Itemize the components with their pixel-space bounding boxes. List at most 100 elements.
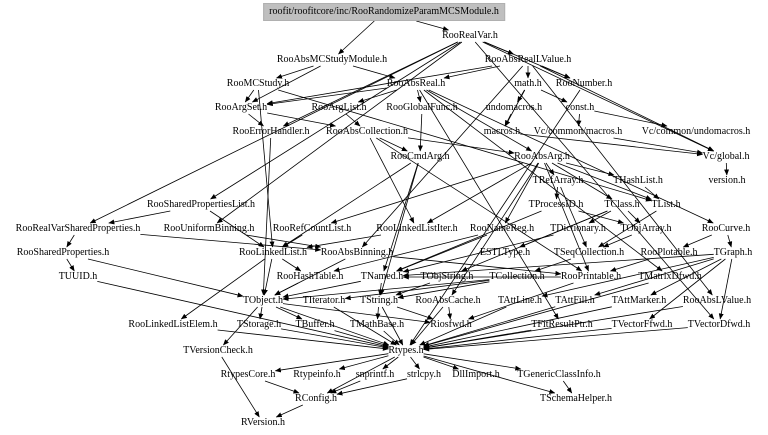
edge-TAttLine-to-Rtypes [419, 306, 507, 346]
node-RooCurve[interactable]: RooCurve.h [701, 223, 751, 234]
node-TUUID[interactable]: TUUID.h [58, 271, 98, 282]
node-TVectorDfwd[interactable]: TVectorDfwd.h [687, 319, 751, 330]
node-TObjArray[interactable]: TObjArray.h [620, 223, 672, 234]
node-TAttLine[interactable]: TAttLine.h [498, 295, 542, 306]
edge-RooAbsReal-to-RooArgSet [266, 87, 387, 107]
node-TObjString[interactable]: TObjString.h [420, 271, 474, 282]
edge-TObject-to-Rtypes [280, 306, 390, 346]
node-TMathBase[interactable]: TMathBase.h [349, 319, 405, 330]
node-root-header[interactable]: roofit/roofitcore/inc/RooRandomizeParamM… [263, 3, 505, 21]
node-RooHashTable[interactable]: RooHashTable.h [276, 271, 344, 282]
node-TGraph[interactable]: TGraph.h [713, 247, 753, 258]
node-const[interactable]: const.h [565, 102, 595, 113]
node-RooAbsLValue[interactable]: RooAbsLValue.h [682, 295, 752, 306]
node-RooAbsReal[interactable]: RooAbsReal.h [386, 78, 446, 89]
node-RConfig[interactable]: RConfig.h [295, 393, 337, 404]
node-Riosfwd[interactable]: Riosfwd.h [430, 319, 472, 330]
node-TObject[interactable]: TObject.h [242, 295, 284, 306]
node-RtypesCore[interactable]: RtypesCore.h [220, 369, 276, 380]
node-RVersion[interactable]: RVersion.h [241, 417, 285, 428]
node-RooRealVarSharedProperties[interactable]: RooRealVarSharedProperties.h [15, 223, 141, 234]
edge-RooPrintable-to-Riosfwd [468, 282, 574, 320]
node-TAttMarker[interactable]: TAttMarker.h [611, 295, 667, 306]
node-TStorage[interactable]: TStorage.h [236, 319, 282, 330]
edge-RooAbsArg-to-THashList [565, 162, 615, 177]
edge-RooLinkedList-to-TObject [262, 258, 273, 296]
node-undomacros[interactable]: undomacros.h [485, 102, 543, 113]
node-TList[interactable]: TList.h [651, 199, 681, 210]
edge-RooAbsRealLValue-to-RooArgSet [266, 65, 493, 106]
edge-RooCmdArg-to-TNamed [383, 162, 419, 272]
node-RooAbsMCStudyModule[interactable]: RooAbsMCStudyModule.h [276, 54, 388, 65]
edge-TVectorDfwd-to-Rtypes [423, 327, 688, 352]
node-TAttFill[interactable]: TAttFill.h [555, 295, 595, 306]
node-RooLinkedListElem[interactable]: RooLinkedListElem.h [128, 319, 218, 330]
edge-TRefArray-to-TProcessID [554, 186, 560, 200]
edge-RooLinkedList-to-RooHashTable [282, 258, 302, 272]
node-RooPlotable[interactable]: RooPlotable.h [640, 247, 698, 258]
edge-RooAbsMCStudyModule-to-RooArgSet [251, 65, 321, 103]
node-RooArgList[interactable]: RooArgList.h [311, 102, 367, 113]
edge-TCollection-to-TString [397, 281, 490, 300]
edge-RooAbsReal-to-RooGlobalFunc [416, 89, 422, 103]
edge-TUUID-to-Rtypes [97, 281, 389, 349]
node-TFitResultPtr[interactable]: TFitResultPtr.h [531, 319, 593, 330]
edge-TGraph-to-TVectorDfwd [718, 258, 733, 320]
node-RooAbsCollection[interactable]: RooAbsCollection.h [326, 126, 408, 137]
node-RooUniformBinning[interactable]: RooUniformBinning.h [163, 223, 255, 234]
edge-RooAbsBinning-to-RooPrintable [393, 256, 562, 276]
node-TDictionary[interactable]: TDictionary.h [550, 223, 606, 234]
node-Vc-global[interactable]: Vc/global.h [702, 151, 750, 162]
node-macros[interactable]: macros.h [483, 126, 521, 137]
node-RooRealVar[interactable]: RooRealVar.h [442, 30, 498, 41]
node-RooNameReg[interactable]: RooNameReg.h [469, 223, 535, 234]
node-snprintf[interactable]: snprintf.h [355, 369, 395, 380]
node-Vc-common-undomacros[interactable]: Vc/common/undomacros.h [641, 126, 751, 137]
node-RooErrorHandler[interactable]: RooErrorHandler.h [232, 126, 310, 137]
node-TVersionCheck[interactable]: TVersionCheck.h [183, 345, 253, 356]
edge-TCollection-to-TIterator [344, 280, 490, 301]
node-RooRefCountList[interactable]: RooRefCountList.h [272, 223, 352, 234]
node-RooAbsCache[interactable]: RooAbsCache.h [415, 295, 481, 306]
node-TCollection[interactable]: TCollection.h [489, 271, 545, 282]
node-TString[interactable]: TString.h [359, 295, 399, 306]
node-RooArgSet[interactable]: RooArgSet.h [214, 102, 268, 113]
node-RooAbsBinning[interactable]: RooAbsBinning.h [320, 247, 394, 258]
node-RooLinkedList[interactable]: RooLinkedList.h [238, 247, 308, 258]
node-TRefArray[interactable]: TRefArray.h [532, 175, 584, 186]
node-RooMCStudy[interactable]: RooMCStudy.h [226, 78, 290, 89]
node-TSchemaHelper[interactable]: TSchemaHelper.h [540, 393, 612, 404]
node-TGenericClassInfo[interactable]: TGenericClassInfo.h [517, 369, 601, 380]
node-THashList[interactable]: THashList.h [613, 175, 663, 186]
node-TVectorFfwd[interactable]: TVectorFfwd.h [611, 319, 673, 330]
node-ESTLType[interactable]: ESTLType.h [479, 247, 531, 258]
node-RooCmdArg[interactable]: RooCmdArg.h [390, 151, 450, 162]
node-math[interactable]: math.h [514, 78, 542, 89]
node-DllImport[interactable]: DllImport.h [452, 369, 500, 380]
edge-VcMacros-to-VcGlobal [613, 137, 703, 155]
node-RooLinkedListIter[interactable]: RooLinkedListIter.h [376, 223, 458, 234]
node-RooNumber[interactable]: RooNumber.h [555, 78, 613, 89]
edge-TGraph-to-TAttFill [594, 258, 714, 296]
node-strlcpy[interactable]: strlcpy.h [406, 369, 442, 380]
node-Vc-common-macros[interactable]: Vc/common/macros.h [533, 126, 623, 137]
node-RooAbsRealLValue[interactable]: RooAbsRealLValue.h [484, 54, 572, 65]
node-version[interactable]: version.h [708, 175, 746, 186]
edge-root-to-RooAbsMCStudyModule [338, 20, 375, 55]
node-Rtypes[interactable]: Rtypes.h [388, 345, 424, 356]
node-TProcessID[interactable]: TProcessID.h [528, 199, 584, 210]
node-RooSharedPropertiesList[interactable]: RooSharedPropertiesList.h [146, 199, 256, 210]
node-Rtypeinfo[interactable]: Rtypeinfo.h [293, 369, 341, 380]
node-RooPrintable[interactable]: RooPrintable.h [560, 271, 622, 282]
node-TMatrixDfwd[interactable]: TMatrixDfwd.h [638, 271, 702, 282]
node-RooGlobalFunc[interactable]: RooGlobalFunc.h [386, 102, 458, 113]
edge-Rtypes-to-RConfig [326, 356, 395, 394]
node-RooAbsArg[interactable]: RooAbsArg.h [514, 151, 570, 162]
node-TClass[interactable]: TClass.h [604, 199, 640, 210]
node-TBuffer[interactable]: TBuffer.h [295, 319, 335, 330]
node-RooSharedProperties[interactable]: RooSharedProperties.h [16, 247, 110, 258]
node-TIterator[interactable]: TIterator.h [302, 295, 346, 306]
node-TNamed[interactable]: TNamed.h [360, 271, 404, 282]
node-TSeqCollection[interactable]: TSeqCollection.h [553, 247, 625, 258]
edge-RooNumber-to-Rtypes [409, 89, 581, 346]
